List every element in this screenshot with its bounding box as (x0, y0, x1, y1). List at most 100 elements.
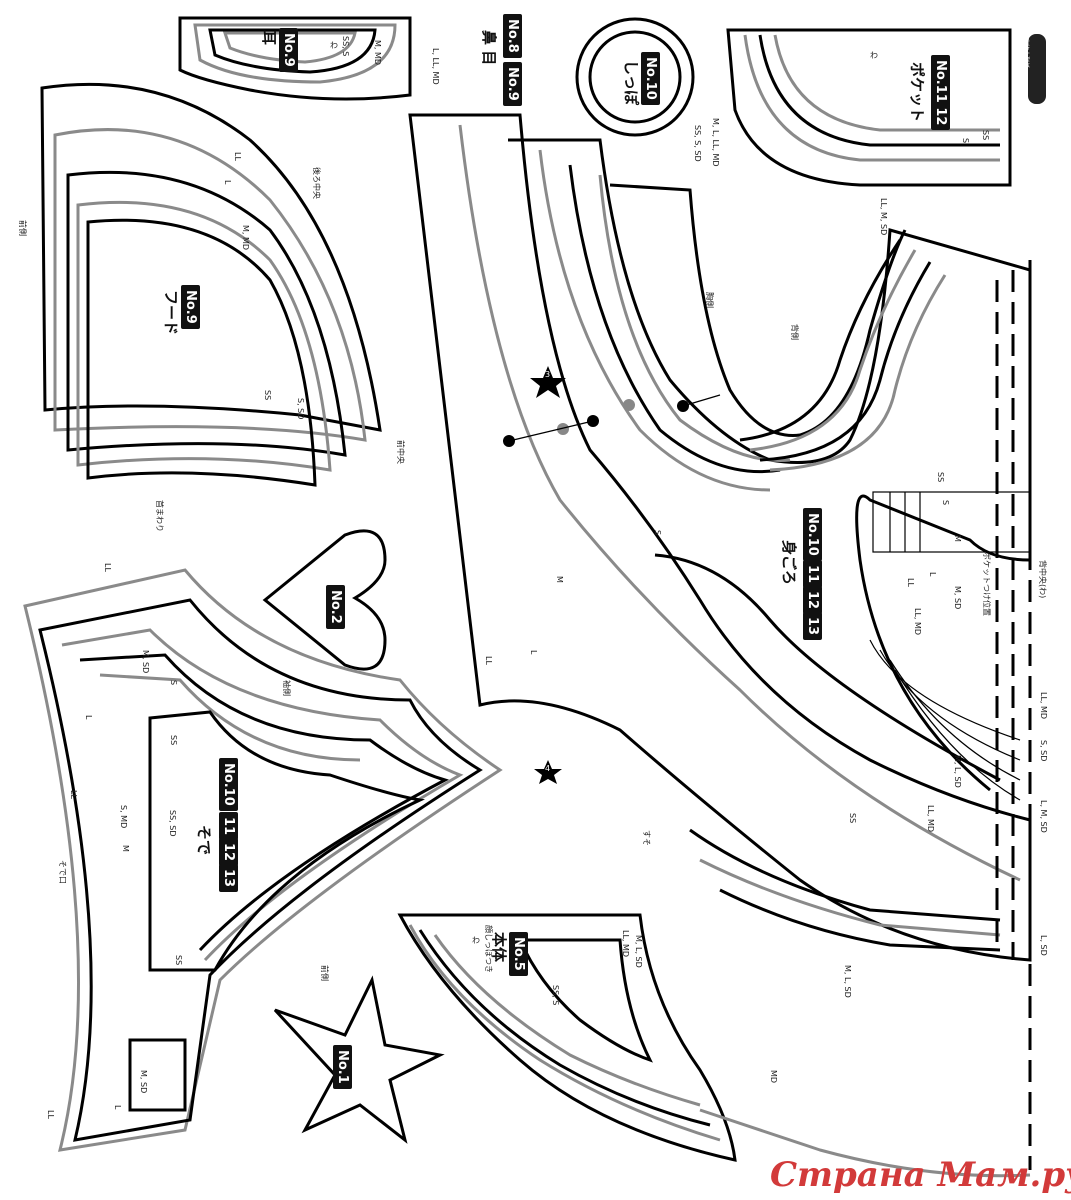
ear-number: No.9 (279, 28, 298, 72)
sleeve-size: S (169, 680, 178, 686)
heart-shape (262, 529, 387, 671)
sleeve-size: LL (69, 790, 78, 799)
body-size: L, SD (1039, 935, 1048, 956)
body-size: M, L, SD (953, 755, 962, 788)
ear-piece (178, 16, 412, 101)
body-size: L (928, 572, 937, 577)
base-size: SS, S (551, 985, 560, 1006)
sleeve-number: 12 (219, 838, 238, 867)
hood-note: 前中央 (396, 440, 405, 464)
pocket-number: No.11 12 (931, 55, 950, 131)
body-note: 背中央(わ) (1038, 560, 1047, 599)
sleeve-note: 袖側 (282, 680, 291, 696)
sleeve-size: M, SD (139, 1070, 148, 1094)
tail-sizes: M, L, LL, MD (711, 118, 720, 167)
pocket-mark: わ (870, 51, 878, 60)
brand-badge: 実物大型紙 (1022, 34, 1046, 104)
body-number: 11 (803, 560, 822, 589)
nose-number: No.8 (503, 14, 522, 58)
sleeve-size: SS, SD (168, 810, 177, 837)
hood-number: No.9 (181, 285, 200, 329)
heart-number: No.2 (326, 585, 345, 629)
nose-eye-name: 鼻 目 (480, 30, 498, 66)
body-size: LL (906, 578, 915, 587)
body-size: MD (769, 1070, 778, 1084)
star-shape (273, 975, 445, 1144)
pocket-name: ポケット (908, 62, 926, 123)
body-size: LL, MD (913, 608, 922, 636)
body-number: No.10 (803, 508, 822, 561)
tail-sizes: SS, S, SD (693, 125, 702, 162)
tail-number: No.10 (641, 52, 660, 105)
sleeve-size: L (113, 1105, 122, 1110)
sleeve-number: 11 (219, 812, 238, 841)
body-note: すそ (642, 830, 651, 846)
sleeve-size: SS (174, 955, 183, 966)
body-note: 胸側 (705, 292, 714, 308)
body-size: L (529, 650, 538, 655)
body-size: LL, MD (1039, 692, 1048, 720)
sleeve-size: LL (46, 1110, 55, 1119)
sleeve-note: 前側 (320, 965, 329, 981)
ear-name: 耳 (260, 30, 278, 46)
ear-size: SS, S (341, 36, 350, 57)
sleeve-number: 13 (219, 864, 238, 893)
body-size: M, SD (953, 586, 962, 610)
watermark: Страна Мам.ру (770, 1155, 1071, 1195)
brand-badge-label: 実物大型紙 (1022, 38, 1029, 69)
pocket-size: SS (981, 130, 990, 141)
hood-size: LL (233, 152, 242, 161)
sleeve-size: SS (169, 735, 178, 746)
pocket-size: S (961, 138, 970, 144)
body-note: ポケットつけ位置 (982, 552, 991, 616)
base-sub: 顔しっぽつき (484, 925, 493, 973)
ear-size: M, MD (373, 40, 382, 66)
star-number: No.1 (333, 1045, 352, 1089)
sleeve-number: No.10 (219, 758, 238, 811)
body-size: M (555, 576, 564, 583)
body-size: SS (848, 813, 857, 824)
star-mark-label: 3 (545, 370, 551, 379)
sleeve-size: M (121, 845, 130, 852)
tail-piece (575, 17, 695, 137)
body-note: 背側 (790, 324, 799, 340)
base-size: M, L, SD (634, 935, 643, 968)
sleeve-size: S, MD (119, 805, 128, 829)
hood-size: M, MD (241, 225, 250, 251)
body-size: L, M, SD (1039, 800, 1048, 833)
tail-name: しっぽ (622, 60, 640, 106)
ear-size: L, LL, MD (431, 48, 440, 85)
body-number: 13 (803, 612, 822, 641)
body-piece (408, 113, 1032, 1170)
ear-mark: わ (330, 41, 338, 50)
base-piece (397, 913, 1031, 1178)
hood-name: フード (162, 290, 180, 336)
eye-number: No.9 (503, 62, 522, 106)
hood-size: S, SD (296, 398, 305, 420)
hood-note: 後ろ中央 (312, 167, 321, 199)
sleeve-size: L (84, 715, 93, 720)
body-number: 12 (803, 586, 822, 615)
sleeve-piece (23, 568, 503, 1152)
hood-piece (40, 82, 382, 487)
body-size: S, SD (1039, 740, 1048, 762)
hood-note: 首まわり (155, 500, 164, 532)
base-mark: わ (472, 936, 480, 945)
hood-size: L (223, 180, 232, 185)
sleeve-note: そで口 (58, 860, 67, 884)
pocket-piece (726, 28, 1012, 187)
star-mark-label: 4 (545, 764, 551, 773)
body-size: LL, MD (926, 805, 935, 833)
body-size: SS (936, 472, 945, 483)
sleeve-size: LL (103, 563, 112, 572)
sleeve-size: M, SD (141, 650, 150, 674)
star-mark-icon (534, 760, 562, 784)
body-size: S (653, 530, 662, 536)
body-size: LL (484, 656, 493, 665)
sleeve-name: そで (195, 825, 213, 856)
base-size: LL, MD (621, 930, 630, 958)
hood-size: SS (263, 390, 272, 401)
star-mark-icon (530, 366, 566, 398)
